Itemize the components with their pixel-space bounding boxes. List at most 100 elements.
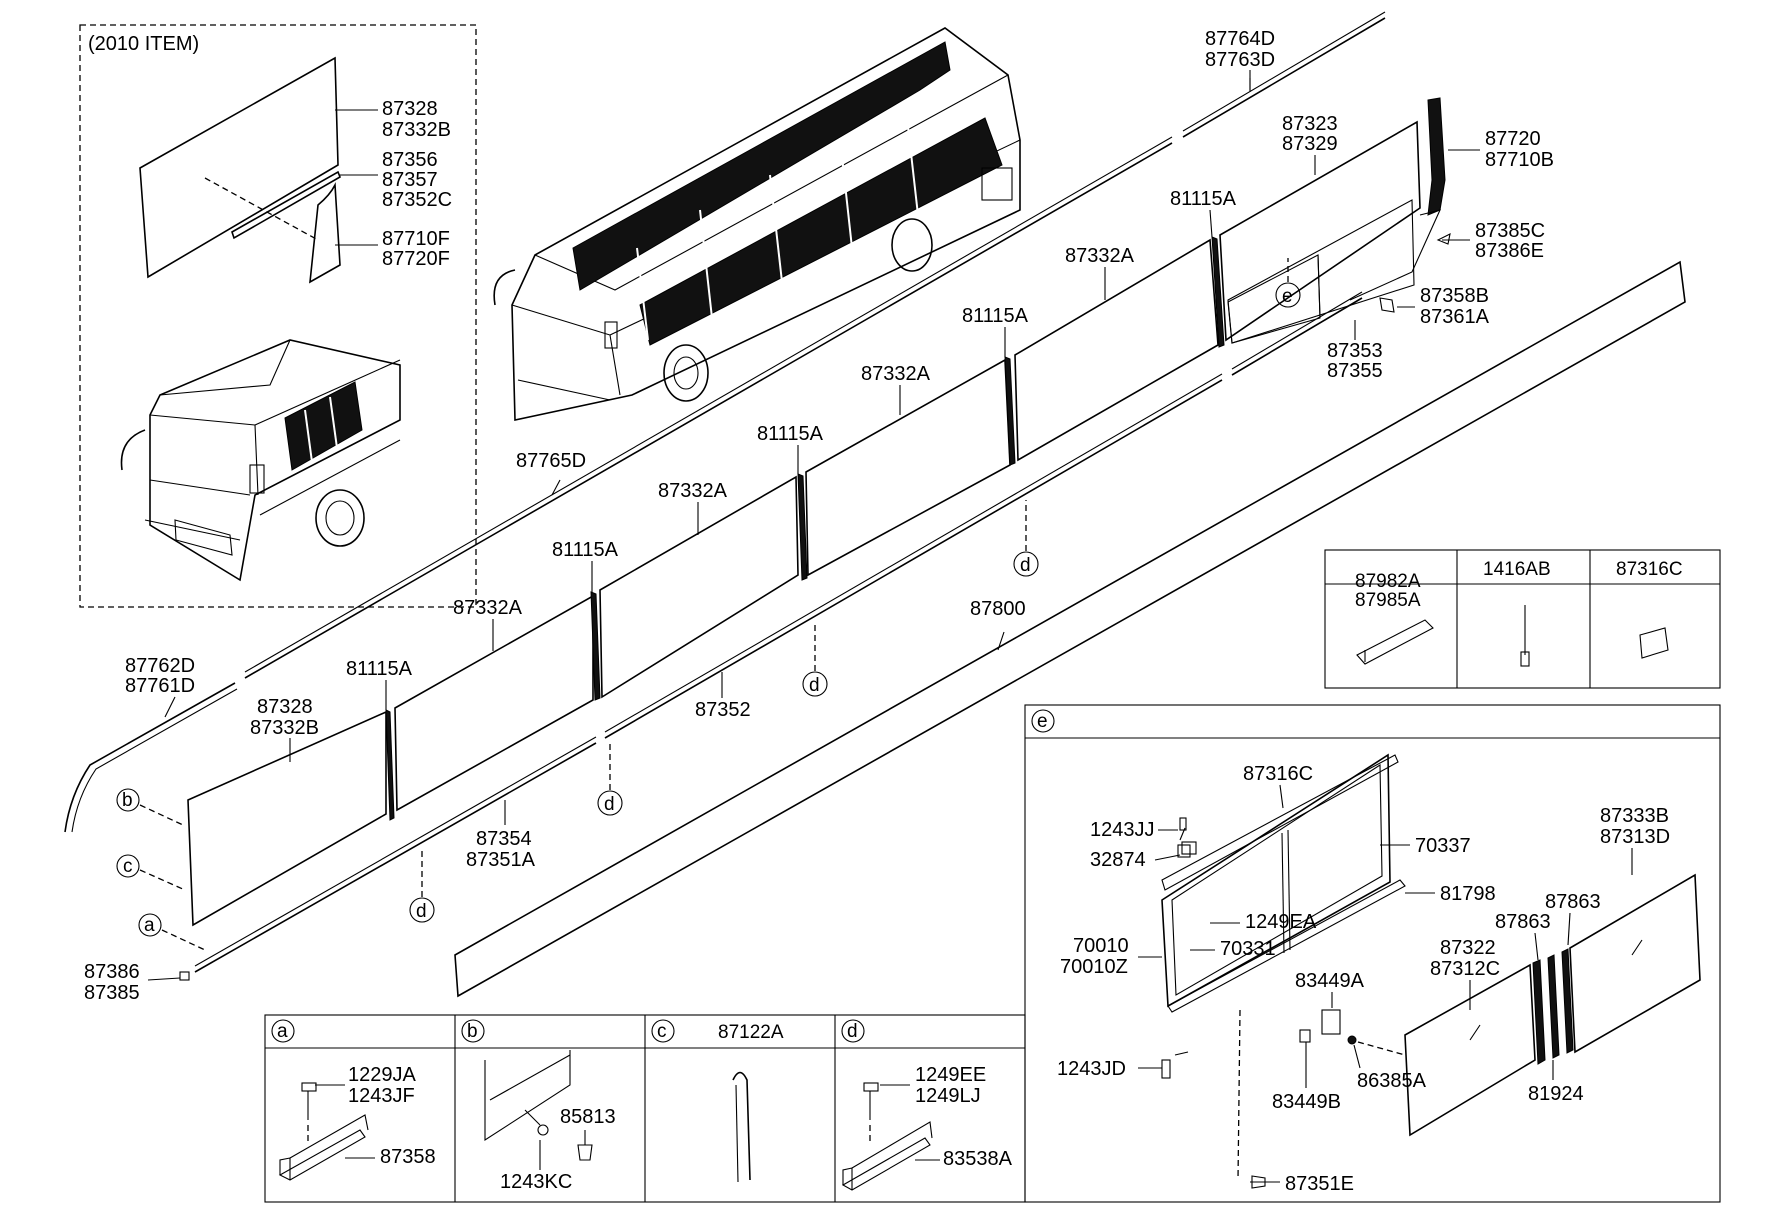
rivet-part	[1520, 651, 1530, 667]
inset-title: (2010 ITEM)	[88, 33, 199, 55]
inset-2010-item: (2010 ITEM) 87328 87332B 87356 87357 873…	[79, 24, 477, 608]
svg-text:c: c	[123, 856, 133, 877]
svg-text:81115A: 81115A	[552, 539, 619, 561]
svg-text:87323: 87323	[1282, 113, 1338, 135]
svg-text:87354: 87354	[476, 828, 532, 850]
svg-text:87720: 87720	[1485, 128, 1541, 150]
box-c: c 87122A	[651, 1019, 784, 1183]
svg-text:c: c	[657, 1021, 667, 1042]
channel-part	[1356, 619, 1434, 665]
rocker-molding	[454, 260, 1686, 998]
svg-text:87863: 87863	[1495, 911, 1551, 933]
svg-text:87361A: 87361A	[1420, 306, 1490, 328]
svg-text:87351A: 87351A	[466, 849, 536, 871]
svg-text:32874: 32874	[1090, 849, 1146, 871]
svg-text:87316C: 87316C	[1616, 559, 1683, 580]
svg-text:b: b	[467, 1021, 478, 1042]
inset-garnish	[231, 170, 342, 240]
svg-text:81115A: 81115A	[757, 423, 824, 445]
svg-text:87358B: 87358B	[1420, 285, 1489, 307]
svg-text:d: d	[847, 1021, 858, 1042]
svg-text:83449B: 83449B	[1272, 1091, 1341, 1113]
glass-pane-front	[1404, 963, 1536, 1137]
svg-text:d: d	[1020, 555, 1031, 576]
callout-d-circle-2	[597, 790, 623, 816]
svg-text:87328: 87328	[257, 696, 313, 718]
svg-text:87765D: 87765D	[516, 450, 586, 472]
rear-corner-garnish	[1427, 97, 1446, 216]
svg-text:1416AB: 1416AB	[1483, 559, 1551, 580]
detail-e-box: e 87316C 1243JJ	[1024, 704, 1721, 1203]
svg-text:87762D: 87762D	[125, 655, 195, 677]
side-panel-4	[805, 358, 1011, 577]
side-panel-3	[599, 475, 799, 699]
svg-text:70010Z: 70010Z	[1060, 956, 1128, 978]
svg-text:87358: 87358	[380, 1146, 436, 1168]
svg-text:87386: 87386	[84, 961, 140, 983]
svg-text:87863: 87863	[1545, 891, 1601, 913]
svg-text:87356: 87356	[382, 149, 438, 171]
end-cap	[179, 971, 190, 981]
svg-text:87332B: 87332B	[250, 717, 319, 739]
inset-bus-windows	[284, 381, 363, 471]
callout-d-circle-1	[409, 897, 435, 923]
svg-text:1243JJ: 1243JJ	[1090, 819, 1155, 841]
inset-pillar	[309, 181, 341, 284]
inset-side-panel	[139, 56, 339, 279]
svg-text:87352: 87352	[695, 699, 751, 721]
side-panels	[187, 97, 1446, 927]
svg-text:87353: 87353	[1327, 340, 1383, 362]
svg-text:1243KC: 1243KC	[500, 1171, 572, 1193]
callout-d-circle-4	[1013, 551, 1039, 577]
svg-text:70337: 70337	[1415, 835, 1471, 857]
svg-text:87357: 87357	[382, 169, 438, 191]
svg-text:d: d	[416, 901, 427, 922]
svg-text:81115A: 81115A	[346, 658, 413, 680]
callout-b-circle	[116, 788, 140, 812]
inset-frame	[79, 24, 477, 608]
callouts: b c a d d d d e	[116, 258, 1301, 951]
window-frame	[1161, 753, 1406, 1013]
svg-text:81115A: 81115A	[962, 305, 1029, 327]
main-labels: 87323 87329 87720 87710B 87385C 87386E 8…	[84, 113, 1554, 1004]
side-panel-front	[187, 710, 387, 927]
main-bus-illustration	[493, 27, 1021, 421]
pillar-strips	[385, 236, 1225, 821]
svg-text:1249LJ: 1249LJ	[915, 1085, 981, 1107]
clip-part	[1639, 627, 1669, 659]
svg-text:87982A: 87982A	[1355, 571, 1421, 592]
svg-text:1229JA: 1229JA	[348, 1064, 416, 1086]
svg-text:1243JD: 1243JD	[1057, 1058, 1126, 1080]
svg-text:87313D: 87313D	[1600, 826, 1670, 848]
callout-e-circle	[1275, 282, 1301, 308]
svg-text:87329: 87329	[1282, 133, 1338, 155]
side-panel-2	[394, 594, 594, 812]
svg-text:1243JF: 1243JF	[348, 1085, 415, 1107]
svg-text:b: b	[122, 790, 133, 811]
svg-text:a: a	[277, 1021, 288, 1042]
main-bus-lower-windows	[639, 117, 1003, 346]
box-b: b 85813 1243KC	[461, 1019, 616, 1193]
svg-text:87355: 87355	[1327, 360, 1383, 382]
svg-text:87985A: 87985A	[1355, 590, 1421, 611]
svg-text:87122A: 87122A	[718, 1022, 784, 1043]
lower-moldings: 87800	[194, 260, 1686, 998]
svg-text:85813: 85813	[560, 1106, 616, 1128]
svg-text:87385C: 87385C	[1475, 220, 1545, 242]
svg-text:87764D: 87764D	[1205, 28, 1275, 50]
bottom-detail-boxes: a 1229JA 1243JF 87358 b 85813 1243KC	[264, 1014, 1026, 1203]
svg-text:83538A: 83538A	[943, 1148, 1013, 1170]
box-d: d 1249EE 1249LJ 83538A	[841, 1019, 1013, 1191]
svg-text:87333B: 87333B	[1600, 805, 1669, 827]
svg-text:87720F: 87720F	[382, 248, 450, 270]
svg-text:d: d	[809, 675, 820, 696]
svg-text:1249EA: 1249EA	[1245, 911, 1317, 933]
svg-text:81798: 81798	[1440, 883, 1496, 905]
svg-text:87763D: 87763D	[1205, 49, 1275, 71]
svg-text:87332B: 87332B	[382, 119, 451, 141]
svg-text:70331: 70331	[1220, 938, 1276, 960]
svg-text:87710B: 87710B	[1485, 149, 1554, 171]
svg-text:87352C: 87352C	[382, 189, 452, 211]
inset-bus-illustration	[120, 339, 401, 582]
